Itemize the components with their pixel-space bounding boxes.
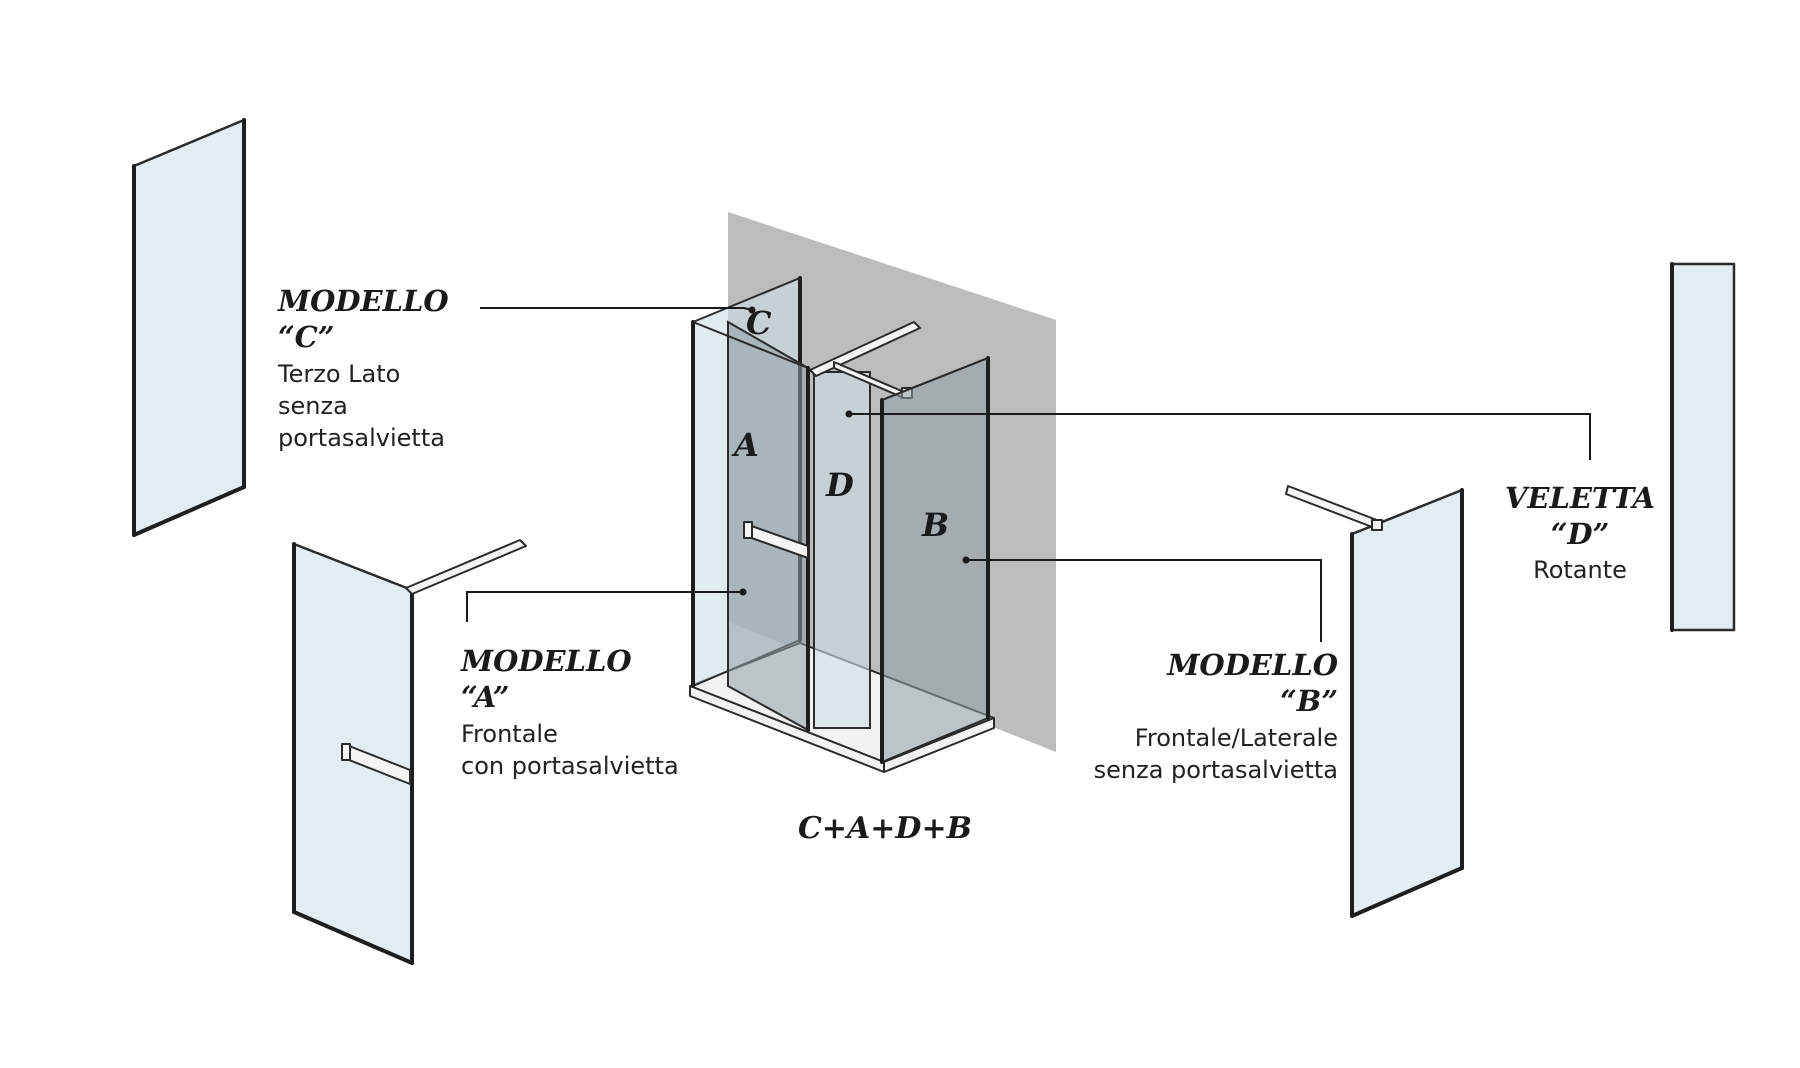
letter-d: D [825,466,854,504]
model-b-desc-2: senza portasalvietta [1094,756,1338,784]
leader-veletta-d [849,413,1591,460]
leader-model-c [480,307,753,311]
model-a-code: “A” [461,680,509,714]
model-c-title: MODELLO [277,284,449,318]
panel-c-exploded [132,118,246,537]
model-a-desc-1: Frontale [461,720,558,748]
model-c-desc-1: Terzo Lato [277,360,400,388]
combination-caption: C+A+D+B [798,811,972,846]
panel-a-assembled [727,320,809,732]
panel-d-assembled [813,371,871,729]
model-a-desc-2: con portasalvietta [461,752,679,780]
model-b-desc-1: Frontale/Laterale [1135,724,1338,752]
model-b-code: “B” [1280,684,1338,718]
letter-a: A [731,426,759,464]
panel-a-exploded [292,539,527,965]
panel-b-wall-bracket [1285,485,1383,531]
veletta-d-desc: Rotante [1533,556,1627,584]
model-c-desc-2: senza [278,392,348,420]
leader-model-b [966,559,1322,642]
label-model-a: MODELLO “A” Frontale con portasalvietta [460,644,679,780]
veletta-d-code: “D” [1551,517,1610,551]
leader-model-a [466,591,743,622]
panel-b-exploded [1285,485,1464,918]
label-veletta-d: VELETTA “D” Rotante [1505,481,1655,584]
label-model-b: MODELLO “B” Frontale/Laterale senza port… [1094,648,1338,784]
veletta-d-title: VELETTA [1505,481,1655,515]
letter-b: B [921,506,949,544]
model-c-desc-3: portasalvietta [278,424,445,452]
model-c-code: “C” [278,320,334,354]
panel-a-wall-bracket [405,539,527,595]
model-a-title: MODELLO [460,644,632,678]
label-model-c: MODELLO “C” Terzo Lato senza portasalvie… [277,284,449,452]
model-b-title: MODELLO [1166,648,1338,682]
veletta-d-exploded [1670,262,1736,632]
letter-c: C [746,304,772,342]
